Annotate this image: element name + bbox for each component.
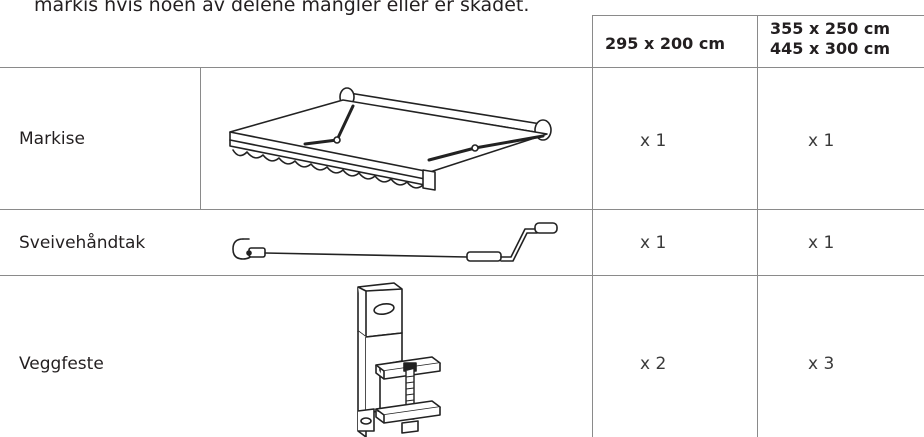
qty-veggfeste-295: x 2 bbox=[640, 354, 667, 374]
part-name-veggfeste: Veggfeste bbox=[19, 354, 104, 374]
column-divider-illustration bbox=[592, 67, 593, 437]
header-top-border bbox=[592, 15, 924, 16]
row-border-3 bbox=[0, 275, 924, 276]
qty-markise-295: x 1 bbox=[640, 131, 667, 151]
part-name-sveivehandtak: Sveivehåndtak bbox=[19, 233, 146, 253]
qty-sveivehandtak-355-445: x 1 bbox=[808, 233, 835, 253]
awning-illustration bbox=[229, 87, 552, 191]
header-left-border bbox=[592, 15, 593, 67]
qty-sveivehandtak-295: x 1 bbox=[640, 233, 667, 253]
qty-veggfeste-355-445: x 3 bbox=[808, 354, 835, 374]
part-name-markise: Markise bbox=[19, 129, 85, 149]
crank-handle-illustration bbox=[232, 222, 558, 262]
intro-text: markis hvis noen av delene mangler eller… bbox=[34, 0, 530, 16]
column-divider-qty bbox=[757, 15, 758, 437]
column-divider-name bbox=[200, 67, 201, 209]
header-size-295: 295 x 200 cm bbox=[605, 34, 725, 53]
wall-bracket-illustration bbox=[357, 282, 441, 437]
header-size-355: 355 x 250 cm bbox=[770, 19, 890, 38]
row-border-1 bbox=[0, 67, 924, 68]
row-border-2 bbox=[0, 209, 924, 210]
qty-markise-355-445: x 1 bbox=[808, 131, 835, 151]
header-size-445: 445 x 300 cm bbox=[770, 39, 890, 58]
